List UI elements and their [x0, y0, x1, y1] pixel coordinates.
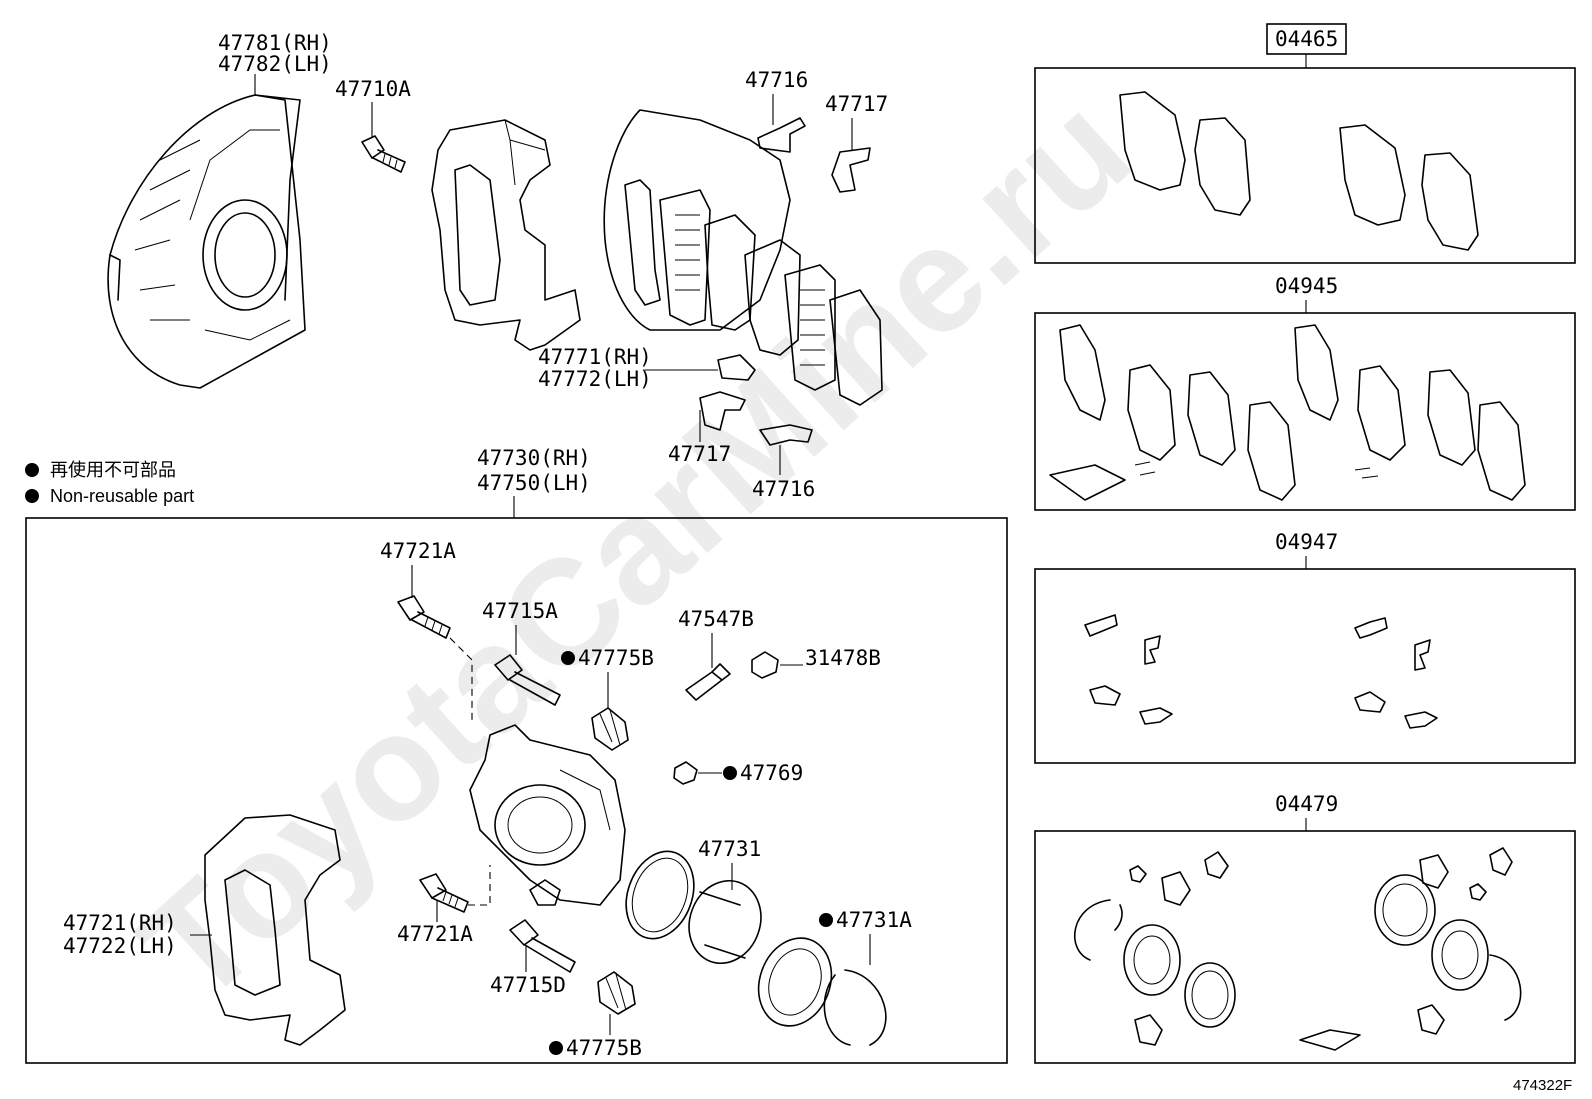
piston-47731-drawing [688, 879, 762, 965]
nonreuse-bullet-47775b-top [561, 651, 575, 665]
label-47715a: 47715A [482, 599, 558, 623]
pin-47715a-drawing [494, 654, 561, 706]
label-kit-04465: 04465 [1275, 27, 1338, 51]
label-47710a: 47710A [335, 77, 411, 101]
label-mounting-lh: 47722(LH) [63, 934, 177, 958]
label-47775b-bottom: 47775B [566, 1036, 642, 1060]
cap-47769-drawing [673, 761, 698, 785]
kit-04465-pads-drawing [1119, 91, 1479, 251]
legend-bullet-2 [25, 489, 39, 503]
kit-04947-drawing [1084, 614, 1438, 729]
legend: 再使用不可部品 Non-reusable part [25, 460, 194, 506]
brake-pads-drawing [603, 109, 883, 406]
label-47717-top: 47717 [825, 92, 888, 116]
label-dust-cover-lh: 47782(LH) [218, 52, 332, 76]
label-kit-04947: 04947 [1275, 530, 1338, 554]
nonreuse-bullet-47775b-bottom [549, 1041, 563, 1055]
seal-ring-drawing [625, 850, 695, 940]
ring-47731a-drawing [823, 969, 887, 1046]
diagram-ref-number: 474322F [1513, 1077, 1572, 1094]
cap-31478b-drawing [751, 651, 779, 679]
label-47721a-bottom: 47721A [397, 922, 473, 946]
label-47769: 47769 [740, 761, 803, 785]
label-kit-04945: 04945 [1275, 274, 1338, 298]
kit-04945-box [1034, 312, 1576, 511]
dust-cover-drawing [107, 94, 306, 389]
legend-english: Non-reusable part [50, 486, 194, 506]
kit-04479-drawing [1074, 847, 1522, 1051]
kit-04945-drawing [1049, 324, 1526, 501]
label-dust-cover-rh: 47781(RH) [218, 31, 332, 55]
kit-04479-box [1034, 830, 1576, 1064]
label-shim-rh: 47771(RH) [538, 345, 652, 369]
label-caliper-rh: 47730(RH) [477, 446, 591, 470]
label-kit-04479: 04479 [1275, 792, 1338, 816]
clip-47716-top-drawing [757, 117, 806, 153]
boot-drawing [757, 937, 833, 1027]
boot-47775b-top-drawing [591, 707, 629, 751]
clip-47717-top-drawing [831, 147, 871, 193]
legend-japanese: 再使用不可部品 [50, 460, 176, 480]
caliper-body-drawing [469, 724, 626, 906]
bolt-47721a-bottom-drawing [419, 873, 469, 913]
bolt-47721a-top-drawing [397, 595, 451, 639]
label-caliper-lh: 47750(LH) [477, 471, 591, 495]
label-47716-bottom: 47716 [752, 477, 815, 501]
label-47775b-top: 47775B [578, 646, 654, 670]
label-47717-bottom: 47717 [668, 442, 731, 466]
clip-47717-bottom-drawing [699, 391, 746, 431]
pin-47715d-drawing [509, 919, 576, 973]
shim-drawing [717, 354, 756, 381]
label-shim-lh: 47772(LH) [538, 367, 652, 391]
label-47731a: 47731A [836, 908, 912, 932]
boot-47775b-bottom-drawing [597, 971, 636, 1015]
caliper-assembly-box [25, 517, 1008, 1064]
label-47547b: 47547B [678, 607, 754, 631]
kit-04947-box [1034, 568, 1576, 764]
clip-47716-bottom-drawing [759, 424, 813, 446]
kit-04465-box [1034, 67, 1576, 264]
label-47716-top: 47716 [745, 68, 808, 92]
bleeder-47547b-drawing [685, 663, 731, 701]
legend-bullet-1 [25, 463, 39, 477]
nonreuse-bullet-47731a [819, 913, 833, 927]
nonreuse-bullet-47769 [723, 766, 737, 780]
mounting-bracket-drawing [204, 814, 346, 1046]
label-47731: 47731 [698, 837, 761, 861]
caliper-bracket-top-drawing [431, 119, 581, 351]
label-47721a-top: 47721A [380, 539, 456, 563]
label-47715d: 47715D [490, 973, 566, 997]
label-mounting-rh: 47721(RH) [63, 911, 177, 935]
bolt-47710a-drawing [361, 135, 406, 173]
label-31478b: 31478B [805, 646, 881, 670]
